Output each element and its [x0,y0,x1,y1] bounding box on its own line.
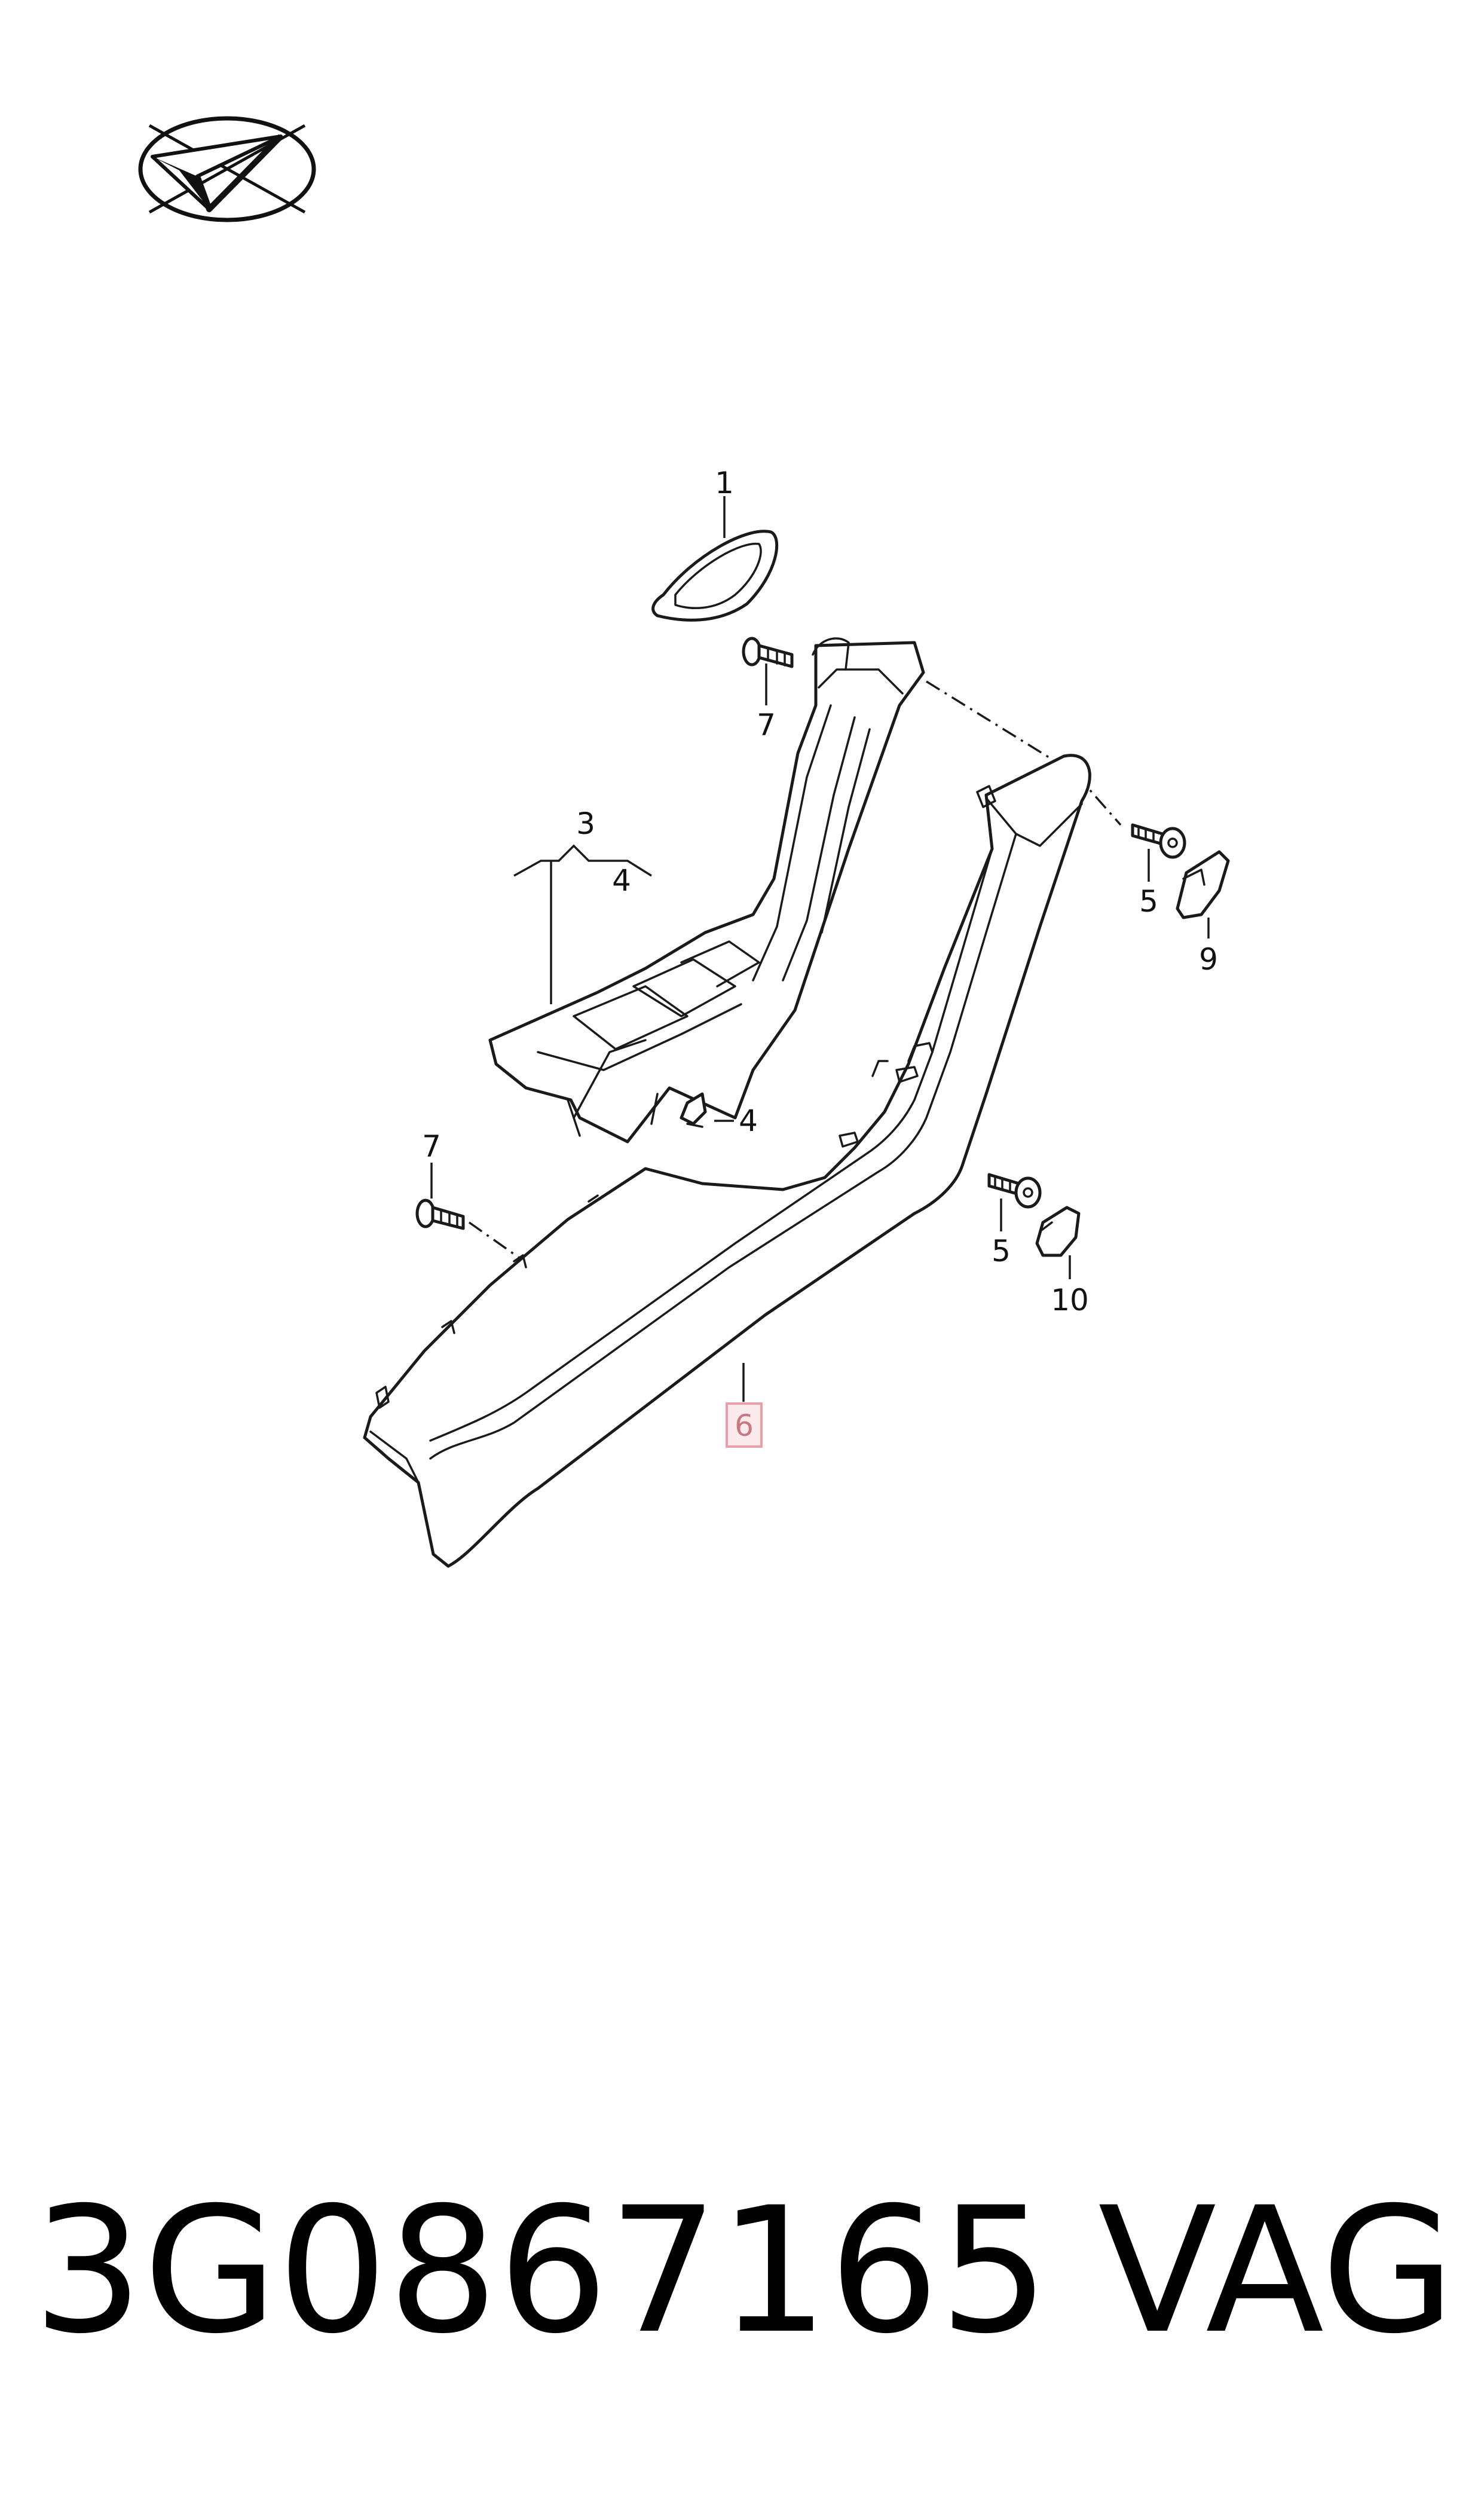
part-1-trim-ring [651,530,779,622]
callout-6-highlight [726,1402,763,1448]
leader-3-bracket [513,844,652,877]
brand-name: VAG [1098,2170,1455,2372]
part-10-end-cap [1035,1206,1081,1257]
part-5-screw-bottom [987,1173,1042,1209]
part-7-screw-top [742,637,794,668]
callout-10: 10 [1051,1283,1089,1317]
callout-5-top: 5 [1139,884,1158,919]
part-9-cover-cap [1176,850,1230,919]
assembly-line-left [468,1221,521,1259]
callout-7-top: 7 [757,708,776,742]
part-3-bracket [488,637,925,1144]
callout-3: 3 [576,806,595,841]
callout-9: 9 [1199,942,1218,977]
callout-1: 1 [715,466,734,500]
callout-5-bottom: 5 [992,1234,1011,1268]
catalog-logo [138,116,316,222]
assembly-line-top [926,680,1052,760]
part-7-screw-left [415,1199,465,1230]
callout-4-top: 4 [612,863,631,898]
footer: 3G0867165 VAG [33,2176,1455,2367]
part-number: 3G0867165 [33,2170,1049,2372]
part-6-console-trim [363,754,1091,1568]
callout-6: 6 [735,1408,754,1443]
callout-4-clip: 4 [739,1103,758,1138]
callout-7-left: 7 [422,1129,441,1164]
part-4-clip [680,1092,707,1128]
part-5-screw-top [1131,823,1186,859]
